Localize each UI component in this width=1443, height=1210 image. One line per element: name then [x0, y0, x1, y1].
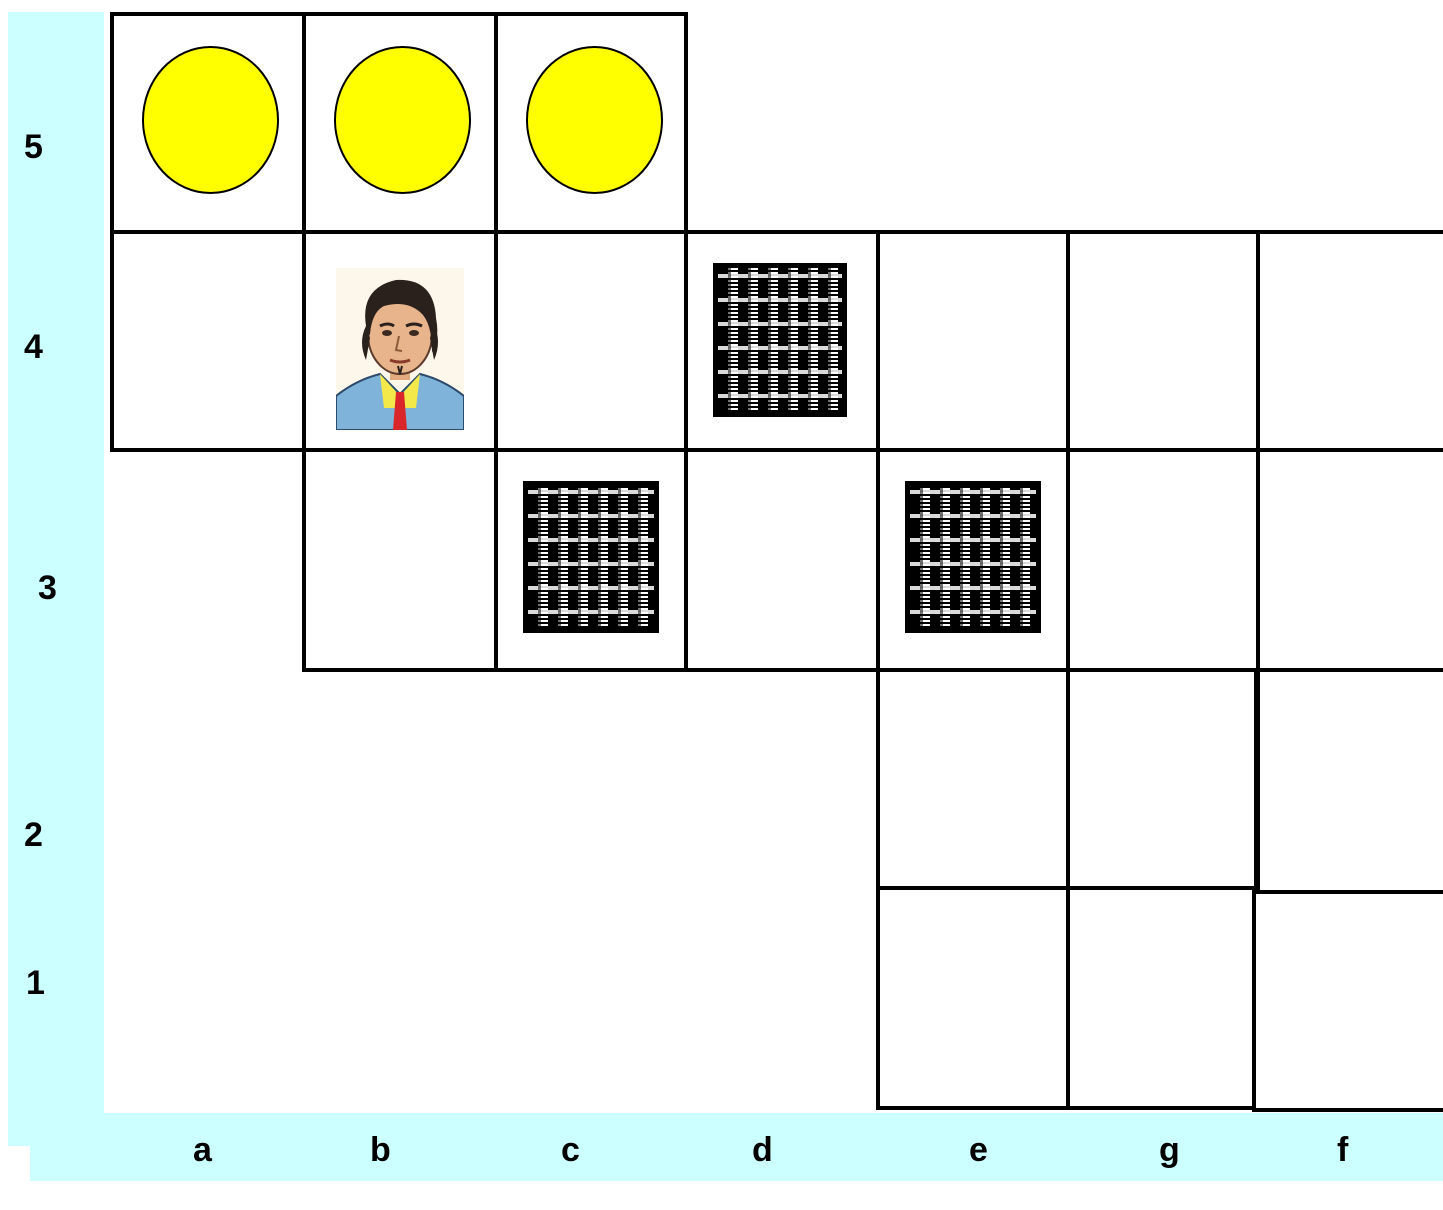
coin-icon[interactable]	[142, 46, 279, 194]
board-square-c3[interactable]	[494, 448, 688, 672]
file-label-g: g	[1159, 1133, 1180, 1167]
file-label-d: d	[752, 1133, 773, 1167]
file-label-f: f	[1337, 1133, 1348, 1167]
board-square-b3[interactable]	[302, 448, 498, 672]
board-square-d4[interactable]	[684, 230, 880, 452]
coin-icon[interactable]	[526, 46, 663, 194]
rank-label-3: 3	[38, 571, 57, 605]
file-label-a: a	[193, 1133, 212, 1167]
board-square-f2[interactable]	[1256, 668, 1443, 894]
board-square-b5[interactable]	[302, 12, 498, 234]
rank-label-4: 4	[24, 330, 43, 364]
file-label-b: b	[370, 1133, 391, 1167]
board-square-e1[interactable]	[876, 886, 1072, 1110]
checkered-block-icon[interactable]	[713, 263, 847, 417]
file-label-band	[30, 1113, 1443, 1181]
board-square-c5[interactable]	[494, 12, 688, 234]
checkered-block-icon[interactable]	[905, 481, 1041, 633]
coin-icon[interactable]	[334, 46, 471, 194]
rank-label-2: 2	[24, 818, 43, 852]
board-square-g4[interactable]	[1066, 230, 1262, 452]
board-square-e2[interactable]	[876, 668, 1072, 890]
board-square-a5[interactable]	[110, 12, 306, 234]
board-square-f1[interactable]	[1252, 890, 1443, 1112]
rank-label-1: 1	[26, 966, 45, 1000]
board-square-a4[interactable]	[110, 230, 306, 452]
file-label-e: e	[969, 1133, 988, 1167]
board-square-g3[interactable]	[1066, 448, 1262, 672]
board-square-e4[interactable]	[876, 230, 1072, 452]
checkered-block-icon[interactable]	[523, 481, 659, 633]
board-square-f4[interactable]	[1256, 230, 1443, 452]
board-square-b4[interactable]	[302, 230, 498, 452]
rank-label-5: 5	[24, 130, 43, 164]
file-label-c: c	[561, 1133, 580, 1167]
board-square-f3[interactable]	[1256, 448, 1443, 672]
board-square-e3[interactable]	[876, 448, 1072, 672]
board-square-g2[interactable]	[1066, 668, 1258, 890]
board-square-d3[interactable]	[684, 448, 880, 672]
man-portrait-icon[interactable]	[336, 268, 464, 430]
board-square-c4[interactable]	[494, 230, 688, 452]
board-square-g1[interactable]	[1066, 886, 1258, 1110]
